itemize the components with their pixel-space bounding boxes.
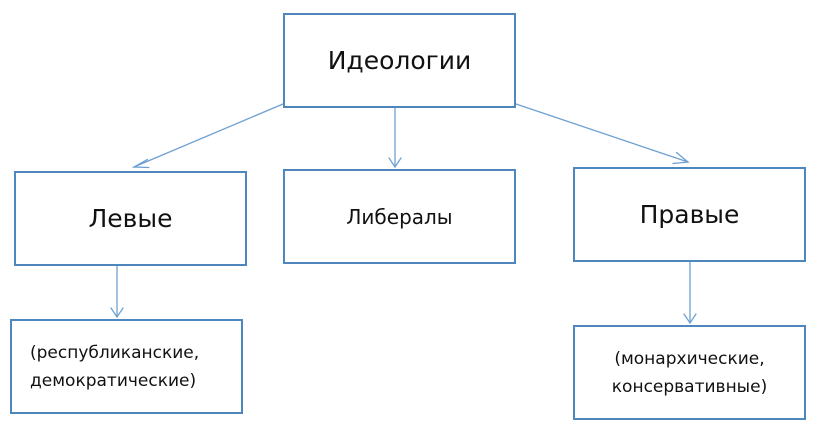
arrow-root-to-right [515,103,690,165]
node-ideologies-label: Идеологии [327,46,472,75]
arrow-root-to-liberal [388,107,402,169]
node-left-label: Левые [88,204,173,233]
node-liberals-label: Либералы [346,204,453,229]
arrow-right-to-right-sub [683,261,697,325]
node-right: Правые [573,167,806,262]
node-left-subtypes-label: (республиканские, демократические) [30,342,200,391]
node-left-subtypes: (республиканские, демократические) [10,319,243,414]
node-right-subtypes: (монархические, консервативные) [573,325,806,420]
node-right-label: Правые [639,200,740,229]
arrow-root-to-left [131,103,284,169]
node-liberals: Либералы [283,169,516,264]
node-left: Левые [14,171,247,266]
node-ideologies: Идеологии [283,13,516,108]
node-right-subtypes-label: (монархические, консервативные) [611,348,768,397]
arrow-left-to-left-sub [110,265,124,319]
